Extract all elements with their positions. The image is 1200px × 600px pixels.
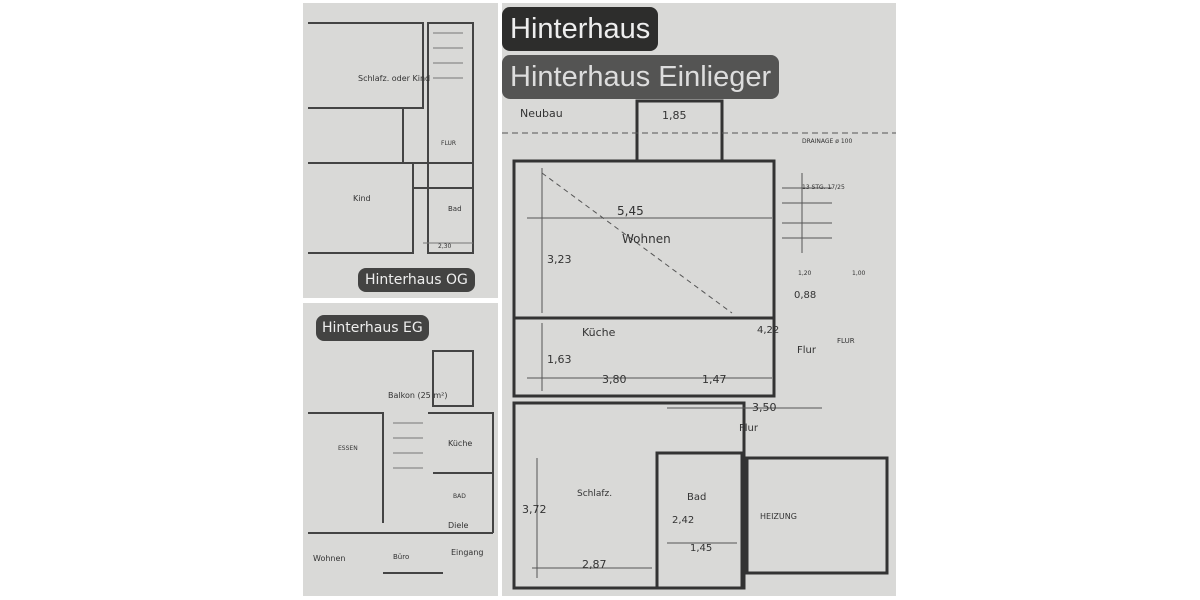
- eg-room: Eingang: [451, 548, 483, 557]
- og-room: Bad: [448, 205, 462, 213]
- room-schlafz: Schlafz.: [577, 489, 612, 499]
- eg-room: Wohnen: [313, 554, 345, 563]
- eg-plan-drawing: Balkon (25 m²) ESSEN Küche Diele Eingang…: [308, 350, 494, 574]
- dim: 3,72: [522, 503, 547, 516]
- label-hinterhaus-og: Hinterhaus OG: [358, 268, 475, 292]
- room-flur-3: FLUR: [837, 337, 855, 345]
- einlieger-plan-drawing: Neubau 1,85 DRAINAGE ø 100 13 STG. 17/25…: [502, 99, 896, 590]
- floor-plan-og: Schlafz. oder Kind Kind Bad FLUR 2,30 Hi…: [303, 3, 498, 298]
- dim: 3,50: [752, 401, 777, 414]
- dim: 0,88: [794, 290, 816, 301]
- eg-room: BAD: [453, 493, 466, 500]
- label-hinterhaus-eg: Hinterhaus EG: [316, 315, 429, 341]
- dim: 2,42: [672, 515, 694, 526]
- eg-room: Büro: [393, 553, 409, 561]
- dim: 4,22: [757, 325, 779, 336]
- dim: 3,23: [547, 253, 572, 266]
- dim: 1,20: [798, 270, 812, 277]
- dim: 1,85: [662, 109, 687, 122]
- og-plan-drawing: Schlafz. oder Kind Kind Bad FLUR 2,30: [308, 22, 474, 254]
- dim: 1,00: [852, 270, 866, 277]
- dim: 2,87: [582, 558, 607, 571]
- og-room: Kind: [353, 194, 371, 203]
- dim: 1,63: [547, 353, 572, 366]
- room-kueche: Küche: [582, 326, 616, 339]
- eg-room: Balkon (25 m²): [388, 391, 447, 400]
- og-room: Schlafz. oder Kind: [358, 74, 430, 83]
- og-room: FLUR: [441, 140, 456, 147]
- dim: 1,47: [702, 373, 727, 386]
- eg-room: Küche: [448, 439, 472, 448]
- eg-room: ESSEN: [338, 445, 358, 452]
- dim: 1,45: [690, 543, 712, 554]
- note: 13 STG. 17/25: [802, 184, 845, 191]
- room-wohnen: Wohnen: [622, 232, 671, 246]
- floor-plan-einlieger: Neubau 1,85 DRAINAGE ø 100 13 STG. 17/25…: [502, 3, 896, 596]
- dim: 3,80: [602, 373, 627, 386]
- note: DRAINAGE ø 100: [802, 138, 852, 145]
- dim: 5,45: [617, 204, 644, 218]
- label-hinterhaus: Hinterhaus: [502, 7, 659, 51]
- room-heizung: HEIZUNG: [760, 512, 797, 521]
- eg-room: Diele: [448, 521, 469, 530]
- note: Neubau: [520, 107, 563, 120]
- room-flur: Flur: [797, 345, 817, 356]
- room-bad: Bad: [687, 492, 706, 503]
- og-dim: 2,30: [438, 243, 452, 250]
- room-flur-2: Flur: [739, 423, 759, 434]
- label-hinterhaus-einlieger: Hinterhaus Einlieger: [502, 55, 780, 99]
- floor-plan-eg: Balkon (25 m²) ESSEN Küche Diele Eingang…: [303, 303, 498, 596]
